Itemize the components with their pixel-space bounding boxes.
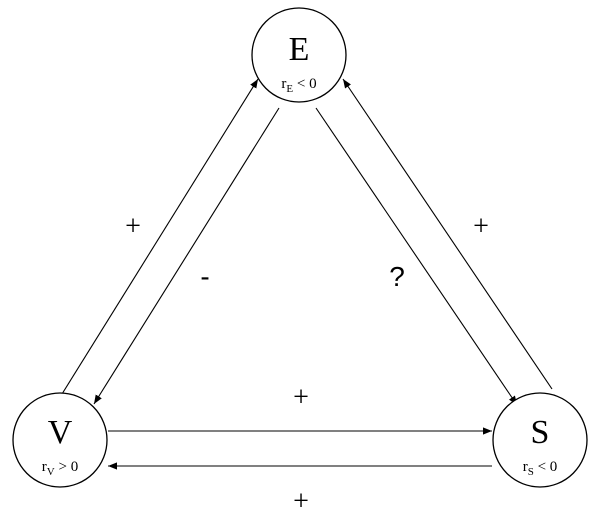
edge-v-to-e	[61, 78, 259, 395]
node-v-rate: rV > 0	[42, 459, 78, 478]
sign-e-to-v: -	[200, 261, 209, 292]
edge-e-to-s	[315, 107, 518, 406]
node-e-rate: rE < 0	[281, 76, 316, 95]
sign-v-to-e: +	[125, 211, 141, 242]
node-s-rate: rS < 0	[523, 459, 558, 478]
node-e-letter: E	[289, 31, 310, 68]
node-s-letter: S	[531, 414, 550, 451]
edge-e-to-v	[93, 107, 280, 405]
node-s: S rS < 0	[492, 392, 588, 488]
node-v-letter: V	[48, 414, 73, 451]
node-v: V rV > 0	[12, 392, 108, 488]
sign-s-to-v: +	[293, 486, 309, 516]
node-e: E rE < 0	[251, 7, 347, 103]
sign-s-to-e: +	[473, 211, 489, 242]
sign-v-to-s: +	[293, 382, 309, 413]
sign-e-to-s: ?	[389, 261, 405, 292]
edge-s-to-e	[342, 78, 553, 390]
